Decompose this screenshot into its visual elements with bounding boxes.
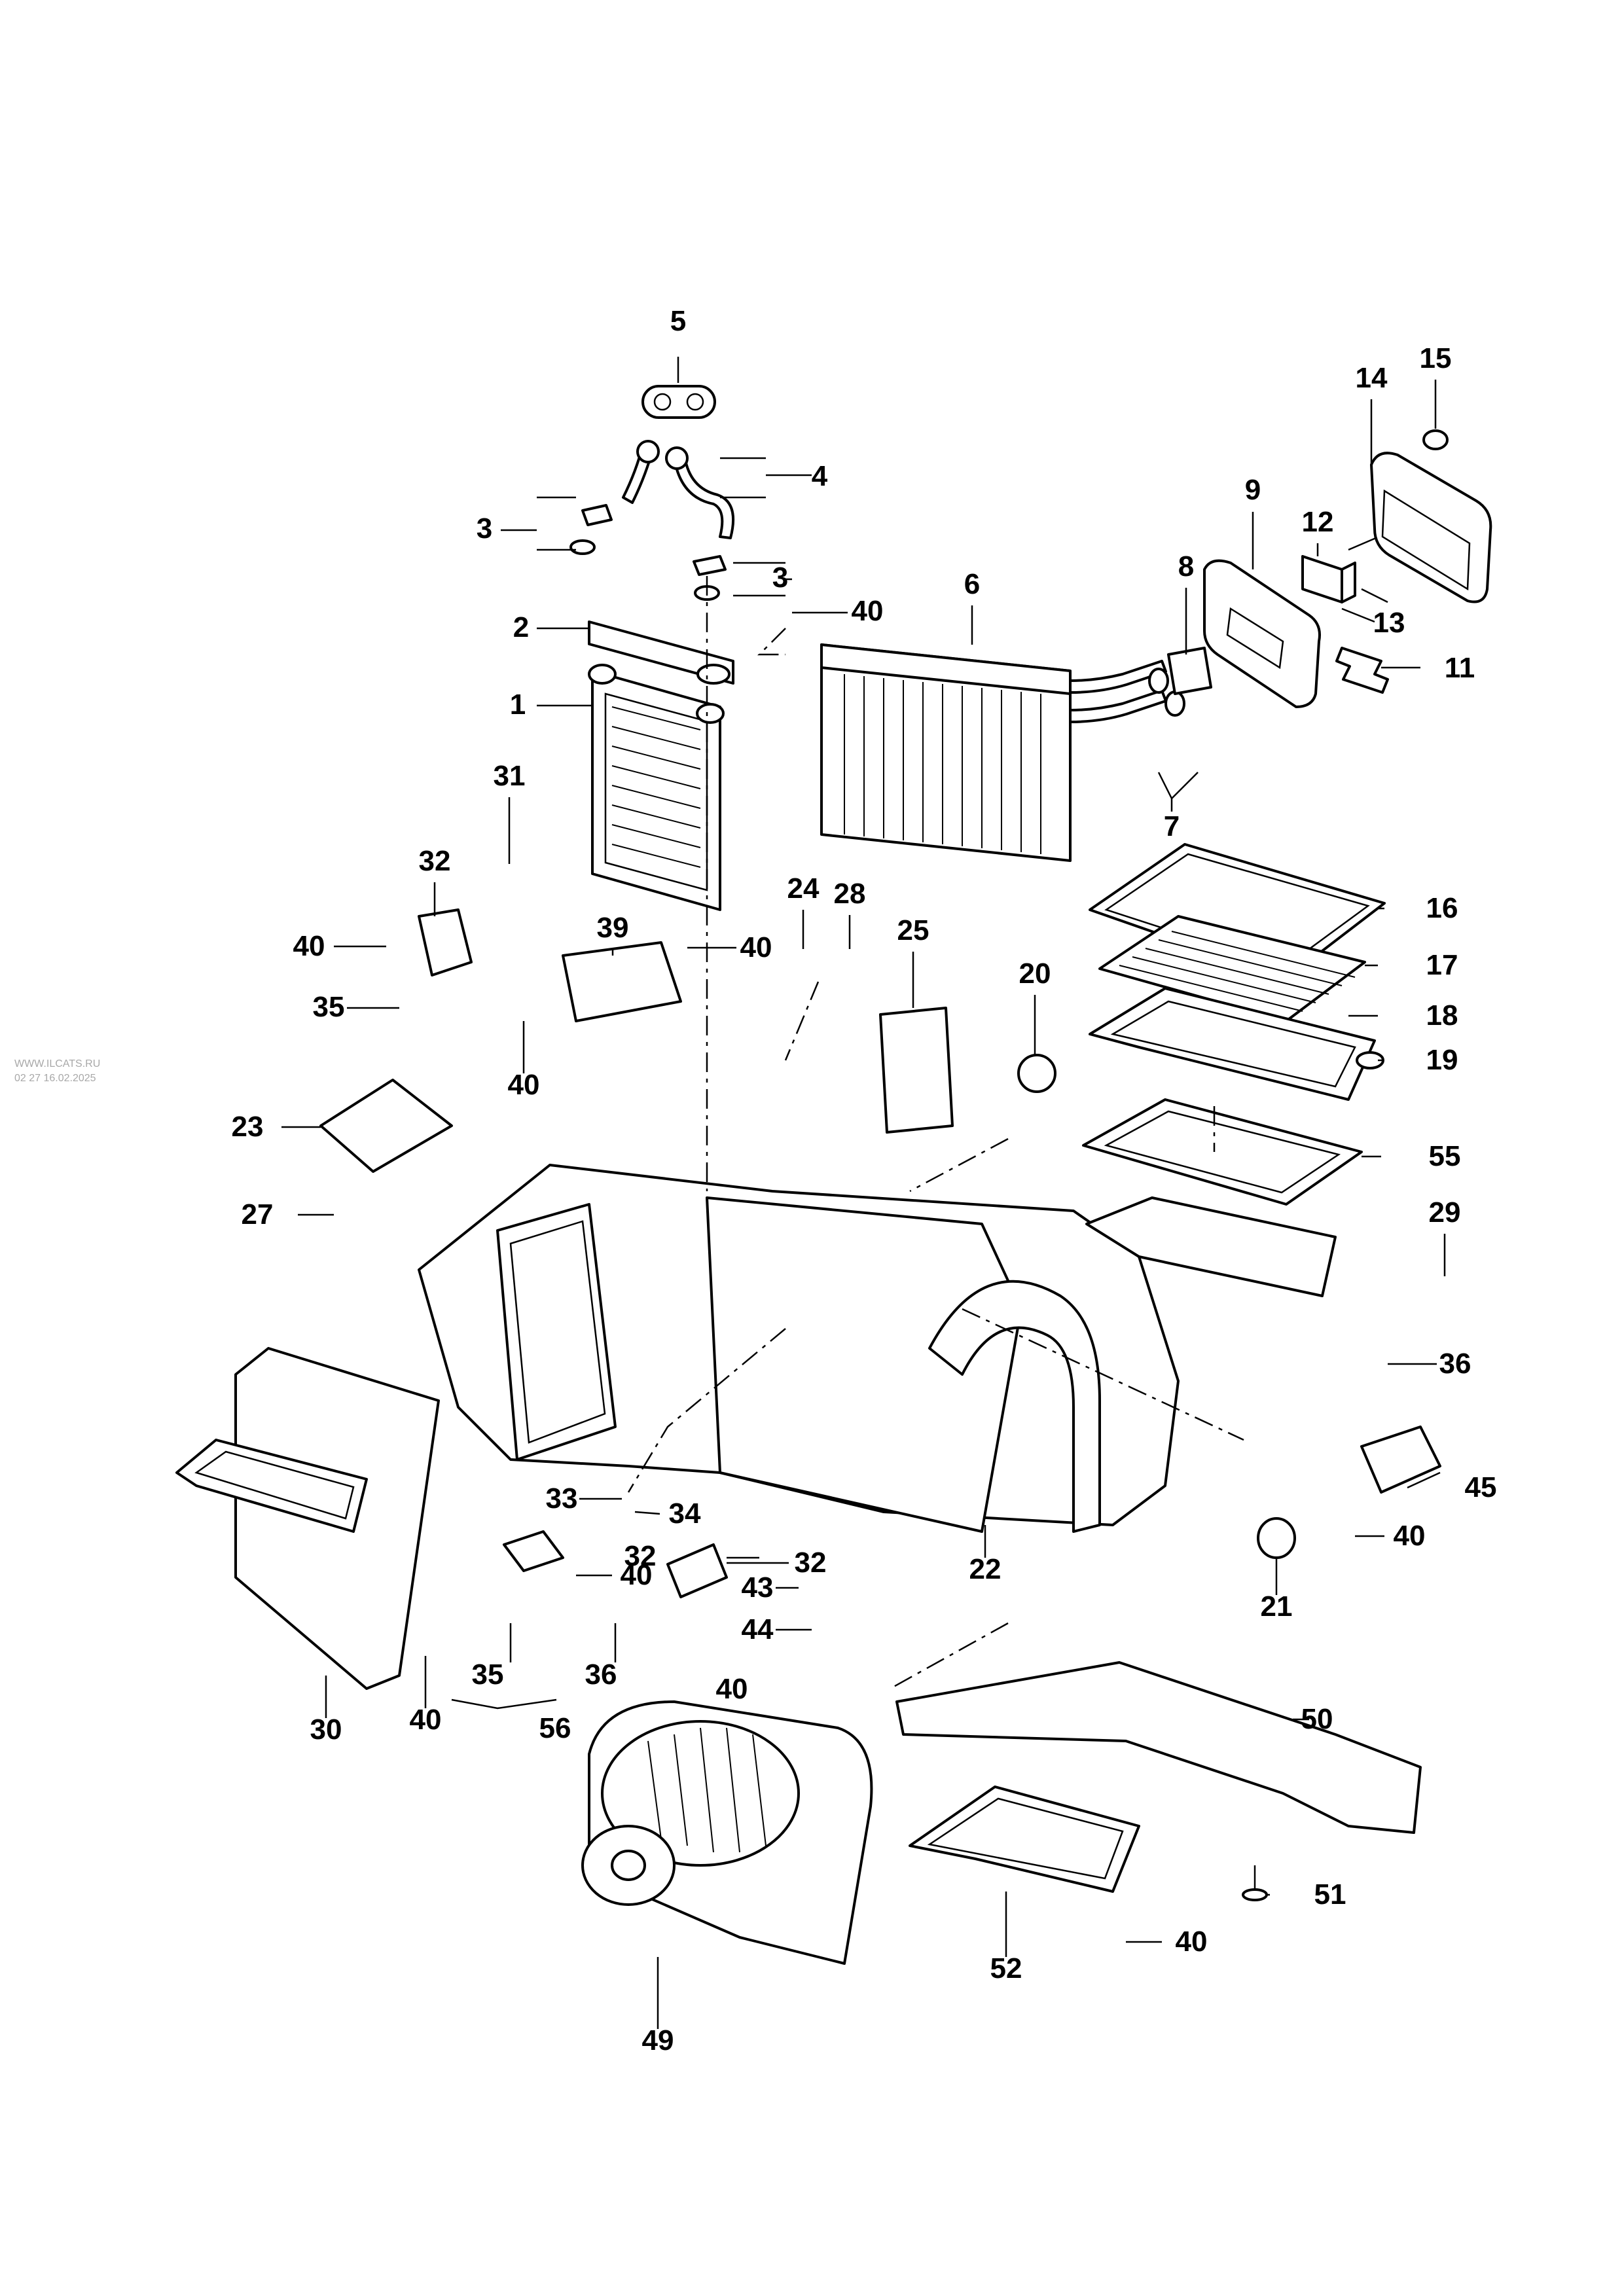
part-1-heater-core-shape xyxy=(588,664,725,911)
callout-32: 32 xyxy=(795,1547,827,1579)
part-55-seal-frame-shape xyxy=(1082,1098,1363,1206)
part-32-actuator-c-shape xyxy=(666,1543,728,1598)
callout-35: 35 xyxy=(472,1659,504,1691)
callout-40: 40 xyxy=(293,930,325,962)
callout-44: 44 xyxy=(742,1613,774,1645)
part-21-sensor-shape xyxy=(1257,1517,1296,1559)
callout-33: 33 xyxy=(546,1482,578,1515)
watermark-line-2: 02 27 16.02.2025 xyxy=(14,1073,96,1084)
part-51-screw-shape xyxy=(1242,1865,1268,1901)
part-25-module-shape xyxy=(879,1007,954,1134)
callout-20: 20 xyxy=(1019,958,1051,990)
callout-55: 55 xyxy=(1429,1140,1461,1172)
callout-4: 4 xyxy=(812,460,828,492)
callout-13: 13 xyxy=(1373,607,1405,639)
callout-40: 40 xyxy=(716,1673,748,1705)
callout-21: 21 xyxy=(1261,1590,1293,1623)
callout-6: 6 xyxy=(964,568,980,600)
part-45-actuator-shape xyxy=(1360,1426,1441,1494)
part-50-cover-shape xyxy=(895,1661,1422,1834)
part-32-actuator-b-shape xyxy=(503,1530,564,1572)
callout-32: 32 xyxy=(419,845,451,877)
main-hvac-housing-shape xyxy=(418,1164,1337,1533)
callout-9: 9 xyxy=(1245,474,1261,506)
callout-7: 7 xyxy=(1164,810,1180,842)
callout-39: 39 xyxy=(597,912,629,944)
part-15-nut-shape xyxy=(1422,429,1449,450)
callout-8: 8 xyxy=(1178,550,1194,583)
part-6-evaporator-shape xyxy=(820,643,1167,862)
callout-14: 14 xyxy=(1356,362,1388,394)
callout-43: 43 xyxy=(742,1571,774,1604)
callout-40: 40 xyxy=(410,1704,442,1736)
callout-40: 40 xyxy=(740,931,772,963)
callout-19: 19 xyxy=(1426,1044,1458,1076)
part-52-tray-shape xyxy=(909,1785,1140,1893)
callout-31: 31 xyxy=(494,760,526,792)
part-7-8-fittings-shape xyxy=(1148,647,1212,717)
callout-36: 36 xyxy=(585,1659,617,1691)
part-49-blower-shape xyxy=(581,1700,873,1965)
watermark: WWW.ILCATS.RU 02 27 16.02.2025 xyxy=(14,1058,100,1084)
callout-18: 18 xyxy=(1426,999,1458,1031)
part-4-pipes-shape xyxy=(622,440,735,539)
callout-50: 50 xyxy=(1301,1703,1333,1735)
callout-52: 52 xyxy=(990,1952,1022,1984)
callout-34: 34 xyxy=(669,1498,701,1530)
callout-35: 35 xyxy=(313,991,345,1023)
part-32-actuator-a-shape xyxy=(418,908,473,977)
callout-25: 25 xyxy=(897,914,929,946)
callout-5: 5 xyxy=(670,305,686,337)
part-12-expansion-valve-shape xyxy=(1301,529,1395,603)
callout-40: 40 xyxy=(1176,1926,1208,1958)
callout-17: 17 xyxy=(1426,949,1458,981)
part-39-duct-piece-shape xyxy=(562,941,682,1022)
callout-23: 23 xyxy=(232,1111,264,1143)
callout-40: 40 xyxy=(621,1559,653,1591)
callout-22: 22 xyxy=(969,1553,1001,1585)
callout-32: 32 xyxy=(624,1540,657,1572)
callout-12: 12 xyxy=(1302,506,1334,538)
callout-40: 40 xyxy=(852,595,884,627)
part-20-motor-shape xyxy=(1017,1054,1056,1093)
callout-49: 49 xyxy=(642,2024,674,2056)
callout-3: 3 xyxy=(772,562,788,594)
part-18-filter-housing-shape xyxy=(1089,987,1376,1101)
callout-27: 27 xyxy=(242,1198,274,1230)
callout-29: 29 xyxy=(1429,1196,1461,1229)
callout-40: 40 xyxy=(508,1069,540,1101)
callout-15: 15 xyxy=(1420,342,1452,374)
callout-40: 40 xyxy=(1394,1520,1426,1552)
part-5-flange-shape xyxy=(641,385,716,419)
callout-16: 16 xyxy=(1426,892,1458,924)
part-9-gasket-shape xyxy=(1203,559,1321,708)
callout-2: 2 xyxy=(513,611,529,643)
part-11-bracket-shape xyxy=(1335,647,1389,694)
callout-45: 45 xyxy=(1465,1471,1497,1503)
part-14-cover-shape xyxy=(1370,452,1492,603)
callout-56: 56 xyxy=(539,1712,571,1744)
assembly-lines xyxy=(627,576,1244,1690)
watermark-line-1: WWW.ILCATS.RU xyxy=(14,1058,100,1069)
callout-24: 24 xyxy=(787,872,820,905)
callout-11: 11 xyxy=(1445,652,1475,684)
callout-30: 30 xyxy=(310,1713,342,1746)
part-2-bracket-shape xyxy=(588,620,734,685)
part-30-duct-shape xyxy=(175,1347,440,1690)
part-23-bracket-shape xyxy=(319,1079,453,1173)
part-13-screw-shape xyxy=(1361,588,1388,603)
leader-lines xyxy=(281,357,1446,2029)
callout-labels: 5 4 3 3 40 2 1 6 9 8 12 14 15 13 11 7 31… xyxy=(232,305,1497,2056)
callout-1: 1 xyxy=(510,689,526,721)
callout-36: 36 xyxy=(1439,1348,1471,1380)
callout-51: 51 xyxy=(1314,1878,1346,1910)
callout-28: 28 xyxy=(834,878,866,910)
callout-3: 3 xyxy=(477,512,492,545)
part-3-clips-shape xyxy=(569,504,727,601)
